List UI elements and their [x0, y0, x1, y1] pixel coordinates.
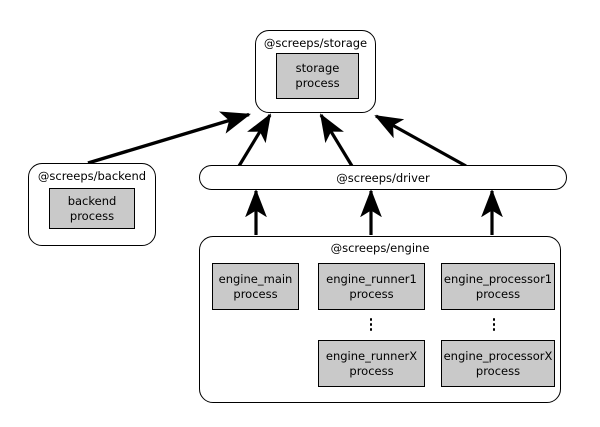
process-engine-runnerx-line1: engine_runnerX: [325, 348, 418, 363]
process-engine-runnerx-line2: process: [349, 363, 394, 378]
vertical-ellipsis-runner: [368, 318, 374, 331]
process-engine-main-line1: engine_main: [218, 271, 293, 286]
edge-driver-to-storage-2: [319, 113, 354, 167]
process-engine-processor1[interactable]: engine_processor1 process: [441, 263, 555, 310]
package-backend[interactable]: @screeps/backend backend process: [28, 163, 156, 246]
process-storage-line2: process: [295, 76, 340, 90]
process-storage[interactable]: storage process: [276, 53, 359, 99]
process-engine-processorx-line1: engine_processorX: [443, 348, 553, 363]
package-driver[interactable]: @screeps/driver: [199, 165, 567, 190]
process-engine-processor1-line1: engine_processor1: [443, 271, 553, 286]
process-storage-line1: storage: [295, 61, 340, 75]
edge-driver-to-storage-3: [374, 114, 467, 168]
package-storage[interactable]: @screeps/storage storage process: [255, 30, 376, 113]
process-engine-main[interactable]: engine_main process: [212, 263, 299, 310]
process-engine-processor1-line2: process: [475, 286, 521, 301]
edge-driver-to-storage-1: [237, 113, 272, 167]
package-engine[interactable]: @screeps/engine engine_main process engi…: [199, 236, 561, 403]
process-backend[interactable]: backend process: [49, 188, 135, 229]
package-storage-title: @screeps/storage: [263, 36, 368, 50]
process-engine-processorx-line2: process: [475, 363, 521, 378]
process-engine-runner1-line1: engine_runner1: [326, 271, 417, 286]
package-engine-title: @screeps/engine: [330, 241, 430, 255]
process-engine-processorx[interactable]: engine_processorX process: [441, 340, 555, 387]
edge-backend-to-storage: [87, 111, 251, 165]
process-engine-main-line2: process: [233, 286, 278, 301]
process-engine-runner1[interactable]: engine_runner1 process: [318, 263, 425, 310]
vertical-ellipsis-processor: [491, 318, 497, 331]
package-backend-title: @screeps/backend: [37, 169, 147, 183]
package-driver-title: @screeps/driver: [336, 170, 430, 185]
process-engine-runnerx[interactable]: engine_runnerX process: [318, 340, 425, 387]
process-backend-line1: backend: [67, 193, 117, 208]
process-backend-line2: process: [69, 208, 115, 223]
process-engine-runner1-line2: process: [349, 286, 394, 301]
